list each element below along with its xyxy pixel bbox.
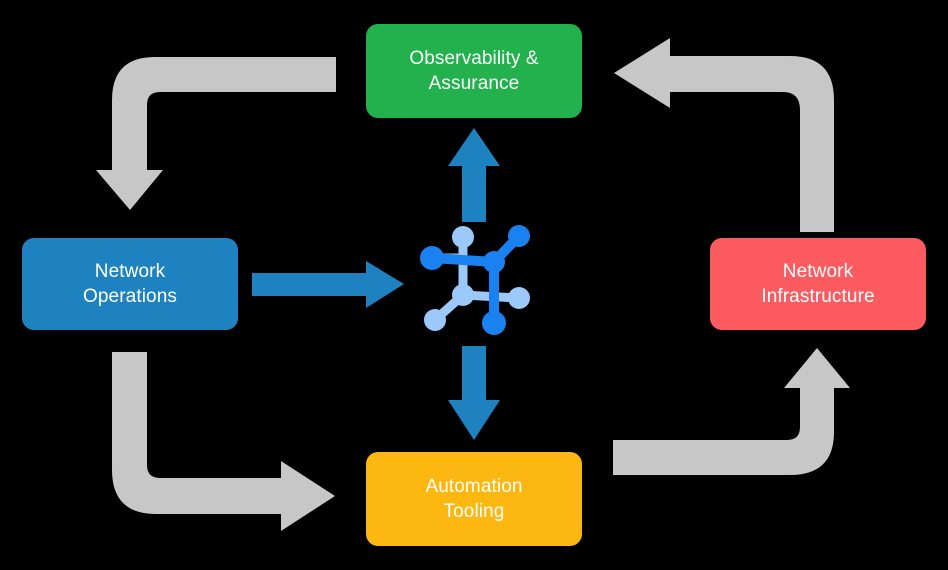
arrow-operations-to-center <box>252 261 404 308</box>
arrow-center-to-automation <box>448 346 500 440</box>
node-observability-assurance[interactable]: Observability & Assurance <box>366 24 582 118</box>
node-network-operations[interactable]: Network Operations <box>22 238 238 330</box>
node-automation-tooling-label: Automation Tooling <box>425 475 523 522</box>
topology-node <box>483 251 505 273</box>
topology-node <box>452 226 474 248</box>
topology-node <box>508 225 530 247</box>
network-topology-icon <box>420 225 530 335</box>
node-network-infrastructure[interactable]: Network Infrastructure <box>710 238 926 330</box>
topology-node <box>420 246 444 270</box>
arrow-center-to-observability <box>448 128 500 222</box>
topology-node <box>452 284 474 306</box>
arrow-infrastructure-to-observability <box>614 38 834 232</box>
arrow-operations-to-automation <box>112 352 335 531</box>
node-network-infrastructure-label: Network Infrastructure <box>761 260 875 307</box>
node-observability-label: Observability & Assurance <box>409 47 539 94</box>
arrow-observability-to-operations <box>96 57 336 210</box>
topology-node <box>508 287 530 309</box>
node-automation-tooling[interactable]: Automation Tooling <box>366 452 582 546</box>
arrow-automation-to-infrastructure <box>613 348 850 475</box>
topology-node <box>424 309 446 331</box>
topology-node <box>482 311 506 335</box>
node-network-operations-label: Network Operations <box>83 260 177 307</box>
